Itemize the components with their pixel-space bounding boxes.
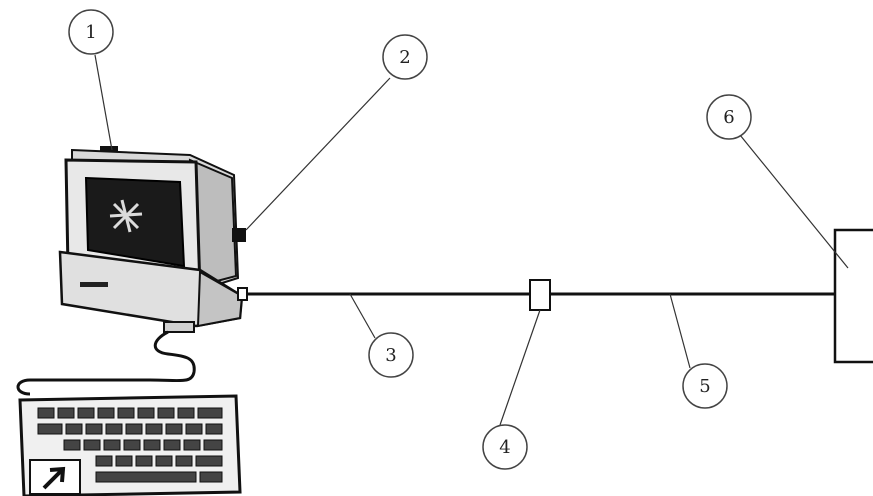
callout-2: 2 [382,34,428,80]
leader-line-2 [245,77,391,231]
computer-icon [58,146,244,333]
callout-5: 5 [682,363,728,409]
leader-line-3 [349,293,376,339]
callout-3: 3 [368,332,414,378]
leader-line-1 [94,54,113,151]
leader-line-4 [499,309,541,426]
callout-label-5: 5 [699,376,710,397]
callout-label-6: 6 [723,107,734,128]
keyboard-cable [16,330,196,396]
callout-label-2: 2 [399,47,410,68]
cable-port-connector [237,287,248,301]
keyboard-icon [18,394,242,496]
connector-4 [529,279,551,311]
callout-label-3: 3 [385,345,396,366]
callout-6: 6 [706,94,752,140]
callout-label-1: 1 [85,22,96,43]
network-port [232,228,246,242]
leader-line-5 [669,293,691,369]
callout-4: 4 [482,424,528,470]
network-device-box [833,228,873,364]
leader-line-6 [739,134,849,269]
callout-1: 1 [68,9,114,55]
callout-label-4: 4 [499,437,510,458]
